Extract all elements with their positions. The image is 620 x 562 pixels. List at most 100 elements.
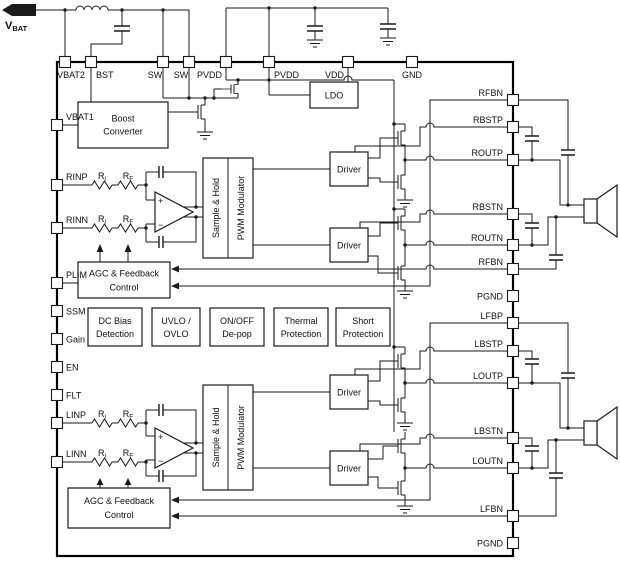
mosfet-icon bbox=[389, 391, 406, 419]
left-channel-input: + − Ri RF Ri RF bbox=[62, 404, 203, 482]
agc-label: AGC & Feedback bbox=[84, 496, 155, 506]
sample-pwm-right: Sample & Hold PWM Modulator bbox=[202, 157, 254, 259]
pin-label: BST bbox=[96, 70, 114, 80]
pin-label: RBSTN bbox=[472, 202, 503, 212]
pin-loutp bbox=[506, 376, 520, 390]
wires-pwm-to-driver bbox=[253, 168, 330, 469]
driver-label: Driver bbox=[337, 241, 361, 251]
pin-vdd bbox=[341, 55, 355, 69]
sample-hold-label: Sample & Hold bbox=[211, 407, 221, 467]
thermal-label: Thermal bbox=[284, 316, 317, 326]
depop-label: ON/OFF bbox=[220, 316, 254, 326]
pin-label: LOUTP bbox=[473, 371, 503, 381]
speaker-icon bbox=[583, 405, 618, 461]
short-block bbox=[335, 307, 391, 347]
resistor-label-ri: Ri bbox=[98, 171, 106, 183]
pin-label: LBSTN bbox=[474, 426, 503, 436]
driver-label: Driver bbox=[337, 165, 361, 175]
pin-flt bbox=[50, 388, 64, 402]
pin-rfbn-1 bbox=[506, 93, 520, 107]
opamp-minus: − bbox=[158, 220, 163, 230]
pin-label: RBSTP bbox=[473, 115, 503, 125]
uvlo-label: UVLO / bbox=[161, 316, 191, 326]
wires-output-left bbox=[368, 360, 406, 506]
right-channel-input: + − Ri RF Ri RF bbox=[62, 166, 203, 248]
pin-label: RFBN bbox=[479, 88, 504, 98]
resistor-label-ri: Ri bbox=[98, 214, 106, 226]
ground-icon bbox=[396, 422, 414, 431]
pin-label: PGND bbox=[477, 539, 504, 549]
pin-linn bbox=[50, 455, 64, 469]
boost-section: Boost Converter LDO bbox=[77, 67, 405, 432]
dc-bias-label: DC Bias bbox=[98, 316, 132, 326]
pin-lfbn bbox=[506, 509, 520, 523]
opamp-plus: + bbox=[158, 196, 163, 206]
mosfet-icon bbox=[389, 347, 406, 375]
mosfet-icon bbox=[389, 209, 406, 237]
bootstrap-wires bbox=[354, 122, 508, 451]
capacitor-icons bbox=[158, 166, 164, 248]
agc-label: AGC & Feedback bbox=[89, 269, 160, 279]
capacitor-icons bbox=[525, 135, 575, 479]
agc-right: AGC & Feedback Control bbox=[62, 124, 171, 299]
pin-linp bbox=[50, 416, 64, 430]
boost-label: Boost bbox=[111, 114, 135, 124]
pin-gnd bbox=[405, 55, 419, 69]
pin-label: EN bbox=[66, 363, 79, 373]
external-right-circuit bbox=[518, 99, 618, 517]
depop-label: De-pop bbox=[222, 329, 252, 339]
uvlo-label: OVLO bbox=[163, 329, 188, 339]
pin-rbstp bbox=[506, 120, 520, 134]
vbat-terminal-icon bbox=[2, 4, 36, 16]
agc-left: AGC & Feedback Control bbox=[67, 485, 171, 529]
thermal-label: Protection bbox=[281, 329, 322, 339]
pvdd-rail bbox=[226, 75, 394, 81]
sample-hold-label: Sample & Hold bbox=[211, 178, 221, 238]
resistor-label-rf: RF bbox=[123, 409, 134, 421]
pvdd-trunk bbox=[393, 80, 405, 432]
pin-routn bbox=[506, 238, 520, 252]
pin-label: SSM bbox=[66, 307, 86, 317]
resistor-label-rf: RF bbox=[123, 448, 134, 460]
pin-label: LINN bbox=[66, 449, 87, 459]
pin-label: SW bbox=[148, 70, 163, 80]
capacitor-icons bbox=[114, 23, 396, 32]
ground-icon bbox=[379, 37, 397, 46]
opamp-plus: + bbox=[158, 432, 163, 442]
pwm-modulator-label: PWM Modulator bbox=[236, 176, 246, 241]
pin-loutn bbox=[506, 461, 520, 475]
pin-label: PVDD bbox=[274, 70, 300, 80]
pwm-modulator-label: PWM Modulator bbox=[236, 405, 246, 470]
pin-bst bbox=[84, 55, 98, 69]
pin-label: SW bbox=[174, 70, 189, 80]
pin-label: PGND bbox=[477, 292, 504, 302]
external-top-circuit: VBAT bbox=[2, 4, 397, 57]
pin-label: LOUTN bbox=[472, 456, 503, 466]
opamp-minus: − bbox=[158, 456, 163, 466]
mosfet-icon bbox=[389, 432, 406, 460]
resistor-label-rf: RF bbox=[123, 214, 134, 226]
driver-block bbox=[329, 151, 369, 187]
agc-label: Control bbox=[109, 283, 138, 293]
pin-label: LBSTP bbox=[474, 339, 503, 349]
pin-ssm bbox=[50, 304, 64, 318]
ldo-block bbox=[309, 81, 359, 109]
pin-label: VBAT2 bbox=[57, 70, 85, 80]
short-label: Protection bbox=[343, 329, 384, 339]
pin-label: LFBN bbox=[480, 504, 503, 514]
pin-routp bbox=[506, 153, 520, 167]
dc-bias-block bbox=[87, 307, 143, 347]
pins-top: VBAT2 BST SW SW PVDD PVDD VDD GND bbox=[57, 55, 423, 80]
pin-label: RFBN bbox=[479, 257, 504, 267]
ground-icon bbox=[396, 290, 414, 299]
pin-rinp bbox=[50, 178, 64, 192]
resistor-label-ri: Ri bbox=[98, 409, 106, 421]
pin-sw-1 bbox=[156, 55, 170, 69]
pin-gain bbox=[50, 332, 64, 346]
pin-rfbn-2 bbox=[506, 262, 520, 276]
boost-converter-block bbox=[77, 101, 169, 149]
pin-label: RINP bbox=[66, 172, 88, 182]
pin-label: VBAT1 bbox=[66, 112, 94, 122]
